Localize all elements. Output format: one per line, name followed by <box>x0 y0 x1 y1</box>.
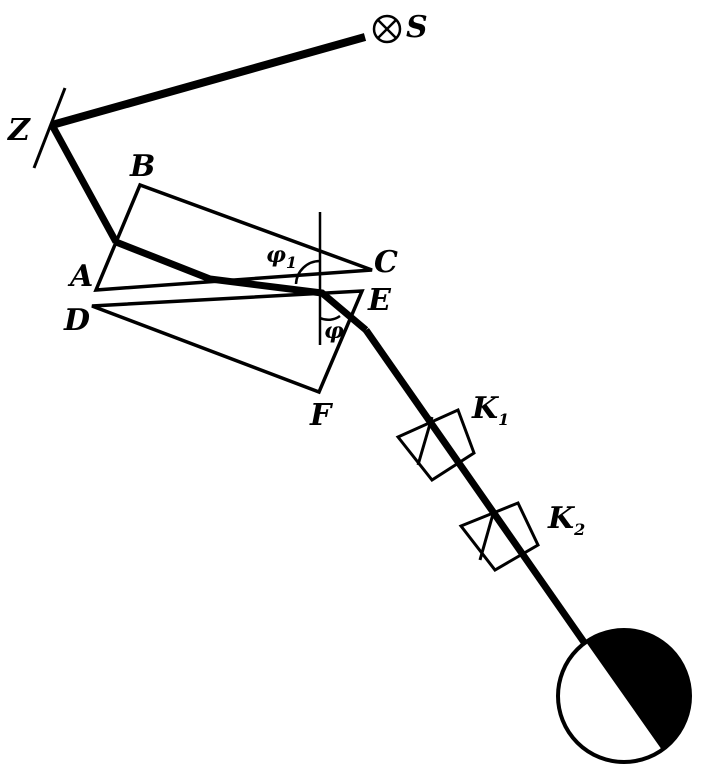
beam-through-prisms <box>114 238 369 333</box>
beam-z-to-prism <box>48 123 120 244</box>
beam-s-to-z <box>50 33 367 129</box>
label-phi: φ <box>324 318 344 344</box>
label-k2: K2 <box>547 501 585 539</box>
label-k1: K1 <box>471 391 509 429</box>
light-source-icon <box>372 14 402 44</box>
label-phi1: φ1 <box>266 242 297 272</box>
mirror-z <box>32 87 67 169</box>
prism-def <box>91 289 365 395</box>
label-e: E <box>367 283 392 318</box>
eyepiece-field-icon <box>556 628 692 764</box>
label-c: C <box>374 245 398 280</box>
label-d: D <box>63 303 90 338</box>
nicol-prism-k1 <box>395 407 476 482</box>
angle-arc-phi <box>319 314 341 321</box>
label-b: B <box>129 149 155 184</box>
label-a: A <box>67 259 93 294</box>
label-s: S <box>406 10 428 45</box>
prism-abc <box>93 182 373 292</box>
beam-to-eye <box>363 327 589 648</box>
angle-arc-phi1 <box>294 259 321 285</box>
label-z: Z <box>7 113 31 148</box>
nicol-prism-k2 <box>458 501 540 572</box>
label-f: F <box>309 398 334 433</box>
